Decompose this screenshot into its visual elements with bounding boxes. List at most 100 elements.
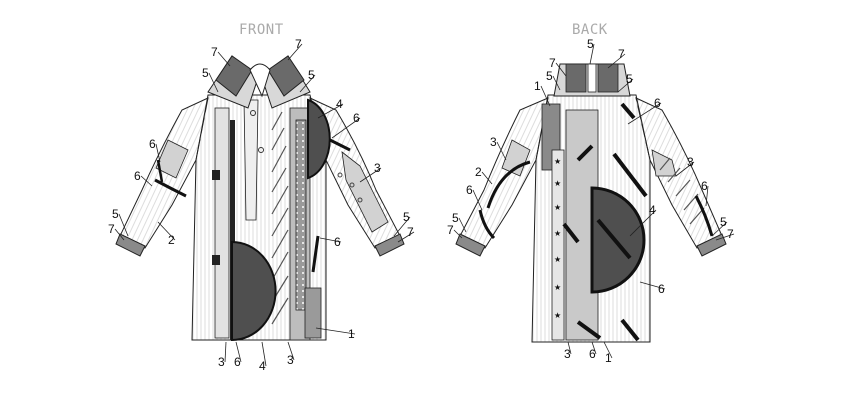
front-left-sleeve-patch: [155, 139, 189, 179]
front-callout-label: 6: [334, 235, 341, 249]
front-callout-label: 6: [234, 355, 241, 369]
back-callout-leader: [617, 78, 634, 93]
back-stars: ★ ★ ★ ★ ★ ★ ★: [554, 157, 561, 320]
front-left-sleeve: [119, 97, 209, 249]
back-callout-leader: [711, 221, 728, 237]
front-garment: [115, 55, 405, 342]
front-callout-label: 6: [353, 111, 360, 125]
front-block: [212, 170, 220, 180]
front-callout-label: 7: [407, 225, 414, 239]
front-callout-leader: [208, 72, 219, 93]
front-dotted-tie: [295, 119, 307, 311]
front-callout-leader: [235, 341, 242, 363]
front-callout-leader: [157, 221, 176, 241]
front-callout-leader: [114, 228, 125, 241]
back-dashes: [562, 102, 648, 342]
back-callout-label: 7: [727, 227, 734, 241]
front-right-cuff: [374, 233, 405, 257]
back-callout-leader: [567, 341, 572, 355]
back-callout-leader: [627, 102, 662, 125]
front-half-circle-lower: [231, 240, 277, 342]
back-left-cuff: [455, 233, 486, 257]
front-callout-leader: [331, 117, 361, 139]
back-callout-label: 5: [720, 215, 727, 229]
back-callout-label: 7: [447, 223, 454, 237]
back-callout-label: 5: [546, 69, 553, 83]
back-callout-leader: [496, 141, 507, 161]
front-panel-dark-strip: [230, 120, 235, 340]
back-callout-label: 5: [587, 37, 594, 51]
front-callout-label: 7: [295, 37, 302, 51]
back-callout-label: 4: [649, 203, 656, 217]
back-callout-label: 7: [618, 47, 625, 61]
back-callout-leader: [629, 209, 657, 237]
front-callout-label: 4: [336, 97, 343, 111]
back-collar-band-left: [565, 63, 587, 93]
front-callout-leader: [217, 51, 231, 67]
back-callout-leader: [552, 75, 561, 91]
front-view-title: FRONT: [239, 22, 284, 38]
back-half-circle: [590, 186, 646, 294]
back-callout-label: 6: [658, 282, 665, 296]
front-callout-leader: [315, 327, 356, 335]
svg-text:★: ★: [554, 179, 561, 188]
front-right-sleeve-patch: [341, 151, 389, 233]
front-callout-label: 6: [149, 137, 156, 151]
back-callout-label: 3: [490, 135, 497, 149]
back-panel-stars: [551, 149, 565, 341]
back-view-title: BACK: [572, 22, 608, 38]
front-callout-label: 2: [168, 233, 175, 247]
front-callout-label: 3: [374, 161, 381, 175]
svg-text:★: ★: [554, 255, 561, 264]
front-callout-leader: [287, 43, 303, 61]
front-callout-label: 3: [218, 355, 225, 369]
back-callout-leader: [715, 233, 735, 241]
svg-text:★: ★: [554, 311, 561, 320]
back-callout-leader: [472, 189, 483, 211]
back-left-sleeve: [459, 97, 549, 249]
front-callout-label: 7: [108, 222, 115, 236]
back-callout-label: 5: [452, 211, 459, 225]
back-callout-label: 1: [605, 351, 612, 365]
back-callout-leader: [481, 171, 493, 185]
front-callout-label: 5: [308, 68, 315, 82]
back-callout-label: 6: [589, 347, 596, 361]
back-callout-leader: [540, 85, 551, 107]
front-callout-label: 4: [259, 359, 266, 373]
back-callout-leader: [458, 217, 467, 233]
front-callout-label: 5: [202, 66, 209, 80]
front-placket: [243, 99, 259, 221]
back-callout-label: 6: [701, 179, 708, 193]
front-panel-light: [214, 107, 230, 339]
svg-text:★: ★: [554, 283, 561, 292]
front-callout-label: 5: [403, 210, 410, 224]
back-callout-leader: [555, 62, 567, 77]
back-callout-leader: [603, 341, 613, 359]
front-callout-leader: [155, 143, 161, 163]
front-callout-leader: [359, 167, 382, 183]
back-callout-leader: [639, 281, 666, 290]
back-collar-band-right: [597, 63, 619, 93]
front-callout-leader: [224, 341, 227, 363]
front-block: [212, 255, 220, 265]
back-right-sleeve: [635, 97, 723, 249]
back-callout-label: 3: [687, 155, 694, 169]
front-callout-label: 3: [287, 353, 294, 367]
front-callout-leader: [118, 213, 129, 237]
back-callout-label: 5: [626, 72, 633, 86]
back-callout-leader: [607, 53, 626, 69]
front-callout-label: 6: [134, 169, 141, 183]
svg-text:★: ★: [554, 229, 561, 238]
front-callout-leader: [299, 74, 316, 93]
front-callout-label: 7: [211, 45, 218, 59]
svg-text:★: ★: [554, 203, 561, 212]
back-callout-label: 2: [475, 165, 482, 179]
back-callout-leader: [453, 229, 463, 239]
front-callout-label: 1: [348, 327, 355, 341]
front-callout-leader: [261, 341, 267, 367]
front-hatching: [271, 111, 289, 325]
front-half-circle-upper: [307, 98, 331, 180]
front-callout-leader: [287, 341, 295, 361]
front-panel-bottom-patch: [304, 287, 322, 339]
back-callout-leader: [589, 43, 595, 65]
